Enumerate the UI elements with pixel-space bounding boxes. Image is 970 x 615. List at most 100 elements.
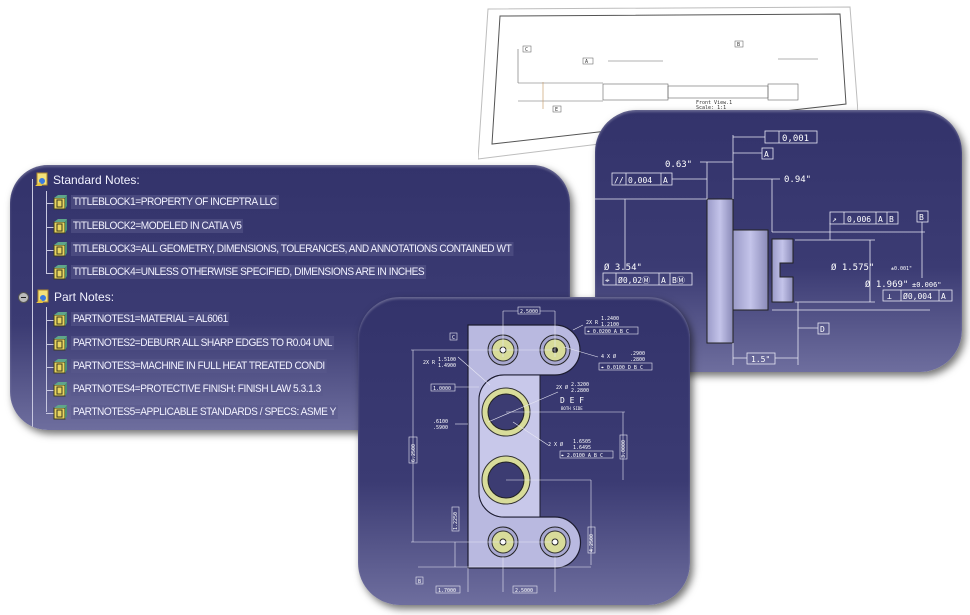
radius-left-lo: 1.4900 <box>438 363 456 369</box>
note-label: TITLEBLOCK2=MODELED IN CATIA V5 <box>71 219 244 233</box>
tree-branch <box>46 344 56 345</box>
dim-vert-right: 3.0000 <box>621 440 627 458</box>
tree-branch <box>46 320 56 321</box>
tree-branch <box>46 203 56 204</box>
dim-top: 2.5000 <box>520 309 538 315</box>
parameter-icon <box>53 312 67 327</box>
note-label: PARTNOTES1=MATERIAL = AL6061 <box>71 312 230 326</box>
bore-hi: 2.3200 <box>571 382 589 388</box>
collapse-toggle-icon[interactable] <box>18 291 29 303</box>
dim-left-lo: .5900 <box>433 425 448 431</box>
dia-1575: Ø 1.575" <box>831 262 874 273</box>
datum-a-box <box>582 57 594 65</box>
parameter-icon <box>53 359 67 374</box>
position-tolerance: Ø0,02Ⓜ <box>618 275 650 285</box>
dia-1969: Ø 1.969" <box>865 279 908 290</box>
tol-1575: ±0.001" <box>891 266 912 272</box>
shaft-profile <box>517 49 818 102</box>
holes-lo: .2800 <box>630 357 645 363</box>
radius-left-hi: 1.5100 <box>438 357 456 363</box>
view-name: Front View.1 <box>696 100 732 106</box>
bracket-drawing-panel: 2.5000 C 2X R 1.2400 1.2100 ⌖ 0.0200 A B… <box>358 297 690 605</box>
parameter-icon <box>53 219 67 234</box>
note-label: PARTNOTES2=DEBURR ALL SHARP EDGES TO R0.… <box>71 336 334 350</box>
parameter-icon <box>53 242 67 257</box>
tree-branch <box>46 227 56 228</box>
note-item[interactable]: PARTNOTES5=APPLICABLE STANDARDS / SPECS:… <box>52 402 361 422</box>
note-item[interactable]: TITLEBLOCK4=UNLESS OTHERWISE SPECIFIED, … <box>52 262 457 282</box>
radius-top-lo: 1.2100 <box>601 322 619 328</box>
dimension-lines <box>411 310 625 592</box>
datum-c: C <box>525 47 528 53</box>
note-item[interactable]: PARTNOTES3=MACHINE IN FULL HEAT TREATED … <box>52 356 349 376</box>
radius-2x-left: 2X R <box>423 360 436 366</box>
datum-c: C <box>452 335 455 341</box>
note-item[interactable]: TITLEBLOCK1=PROPERTY OF INCEPTRA LLC <box>52 192 297 212</box>
dim-094: 0.94" <box>784 175 811 185</box>
runout-symbol-icon: ↗ <box>832 215 837 224</box>
parameter-icon <box>53 195 67 210</box>
datum-e: E <box>555 107 558 113</box>
dim-frames <box>408 306 653 594</box>
note-item[interactable]: PARTNOTES1=MATERIAL = AL6061 <box>52 309 243 329</box>
datum-b: B <box>418 579 421 585</box>
holes-hi: .2900 <box>630 351 645 357</box>
tree-branch <box>46 367 56 368</box>
tree-line <box>46 191 47 273</box>
tree-branch <box>46 250 56 251</box>
dim-15: 1.5" <box>751 355 770 364</box>
tree-branch <box>46 273 56 274</box>
perpendicularity-ref: A <box>941 292 946 301</box>
tree-node-standard-notes[interactable]: Standard Notes: <box>34 170 140 190</box>
parallelism-symbol-icon: // <box>614 176 624 185</box>
parameter-icon <box>53 382 67 397</box>
dim-bottom-left: 1.7000 <box>438 588 456 594</box>
datum-c-box <box>522 45 532 53</box>
fcf-frames <box>602 130 953 365</box>
note-item[interactable]: PARTNOTES2=DEBURR ALL SHARP EDGES TO R0.… <box>52 333 357 353</box>
datum-d: D <box>820 325 825 334</box>
note-label: TITLEBLOCK1=PROPERTY OF INCEPTRA LLC <box>71 195 279 209</box>
datum-b: B <box>737 42 740 48</box>
note-label: TITLEBLOCK4=UNLESS OTHERWISE SPECIFIED, … <box>71 265 427 279</box>
sheet-border <box>491 13 847 145</box>
radius-2x-top: 2X R <box>586 320 599 326</box>
note-item[interactable]: TITLEBLOCK2=MODELED IN CATIA V5 <box>52 216 258 236</box>
note-label: PARTNOTES5=APPLICABLE STANDARDS / SPECS:… <box>71 405 338 419</box>
dia-354: Ø 3.54" <box>604 262 642 273</box>
tree-branch <box>46 390 56 391</box>
dimension-lines <box>595 135 930 365</box>
parallelism-ref: A <box>663 176 668 185</box>
runout-ref-a: A <box>878 215 883 224</box>
tree-line <box>32 179 33 430</box>
perpendicularity-tolerance: Ø0,004 <box>903 291 932 301</box>
bracket-drawing: 2.5000 C 2X R 1.2400 1.2100 ⌖ 0.0200 A B… <box>408 306 653 594</box>
runout-tolerance: 0,006 <box>847 215 871 224</box>
dim-vert-low: 1.2250 <box>453 512 459 530</box>
dim-1: 1.0000 <box>433 386 451 392</box>
datum-a: A <box>585 59 588 65</box>
tol-1969: ±0.006" <box>912 281 942 289</box>
note-item[interactable]: TITLEBLOCK3=ALL GEOMETRY, DIMENSIONS, TO… <box>52 239 552 259</box>
datum-e-box <box>552 105 562 113</box>
datum-b: B <box>919 213 924 222</box>
bore-lo: 2.2800 <box>571 388 589 394</box>
note-item[interactable]: PARTNOTES4=PROTECTIVE FINISH: FINISH LAW… <box>52 379 345 399</box>
fcf-radius: ⌖ 0.0200 A B C <box>587 329 629 335</box>
hole-lo: 1.6495 <box>573 445 591 451</box>
part-notes-header: Part Notes: <box>54 290 115 304</box>
parallelism-tolerance: 0,004 <box>628 176 652 185</box>
runout-ref-b: B <box>889 215 894 224</box>
position-symbol-icon: ⌖ <box>605 276 610 285</box>
perpendicularity-symbol-icon: ⊥ <box>887 292 892 301</box>
datum-b-box <box>734 40 744 48</box>
shaft-drawing: 0,001 A 0.63" // 0,004 A 0.94" ↗ 0,006 A… <box>595 130 953 365</box>
tree-branch <box>46 413 56 414</box>
parameter-icon <box>53 265 67 280</box>
hole-2x: 2 X Ø <box>548 441 563 448</box>
dim-vert-right-low: 4.2500 <box>589 534 595 552</box>
tree-node-part-notes[interactable]: Part Notes: <box>18 287 114 307</box>
note-label: TITLEBLOCK3=ALL GEOMETRY, DIMENSIONS, TO… <box>71 242 514 256</box>
holes-4x: 4 X Ø <box>601 353 616 360</box>
flatness-tolerance: 0,001 <box>782 134 809 144</box>
